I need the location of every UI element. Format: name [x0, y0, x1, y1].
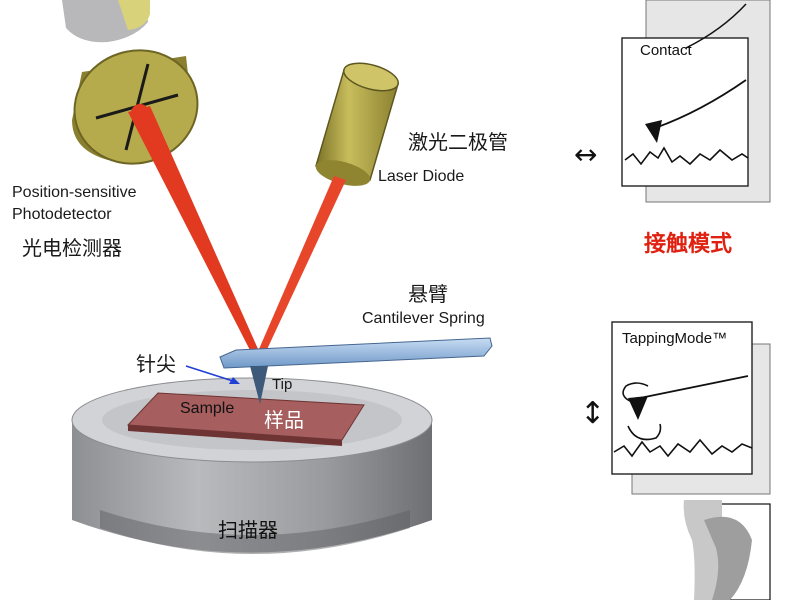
laser-label-en: Laser Diode: [378, 168, 465, 185]
tapping-mode-card: [611, 321, 771, 495]
cantilever-label-en: Cantilever Spring: [362, 310, 485, 327]
tip-label-cn: 针尖: [136, 352, 176, 376]
contact-mode-card: [621, 0, 771, 203]
contact-mode-caption: 接触模式: [644, 232, 733, 257]
horizontal-arrow-icon: ↔: [574, 138, 598, 171]
tapping-surface: [613, 438, 753, 458]
oscillation-arc: [622, 382, 649, 403]
contact-card-title: Contact: [640, 42, 692, 59]
scanner-label-cn: 扫描器: [218, 518, 278, 542]
laser-label-cn: 激光二极管: [408, 130, 508, 154]
contact-tip: [645, 120, 662, 143]
cantilever: [219, 337, 493, 369]
cantilever-label-cn: 悬臂: [408, 282, 448, 306]
tip-label-en: Tip: [272, 376, 293, 393]
probe-mount: [683, 500, 771, 600]
photodetector-label-en-2: Photodetector: [12, 206, 112, 223]
tip-pointer-arrow: [185, 365, 240, 384]
contact-cantilever: [654, 79, 747, 129]
incident-beam: [256, 176, 346, 358]
reflected-beam: [128, 106, 262, 360]
sample-label-en: Sample: [180, 400, 235, 417]
contact-cantilever-upper: [685, 3, 747, 49]
sample-label-cn: 样品: [264, 408, 304, 432]
laser-diode: [315, 62, 399, 186]
contact-surface: [624, 146, 749, 166]
tapping-card-title: TappingMode™: [622, 330, 728, 347]
laser-beams: [128, 104, 346, 360]
photodetector-label-cn: 光电检测器: [22, 236, 122, 260]
sample: [126, 392, 365, 446]
photodetector-label-en-1: Position-sensitive: [12, 184, 137, 201]
tapping-tip: [628, 396, 648, 420]
tip: [250, 366, 268, 404]
detector-mount: [62, 0, 150, 43]
tapping-cantilever: [639, 375, 749, 399]
oscillation-arc: [627, 423, 662, 441]
vertical-arrow-icon: ↕: [580, 396, 606, 431]
